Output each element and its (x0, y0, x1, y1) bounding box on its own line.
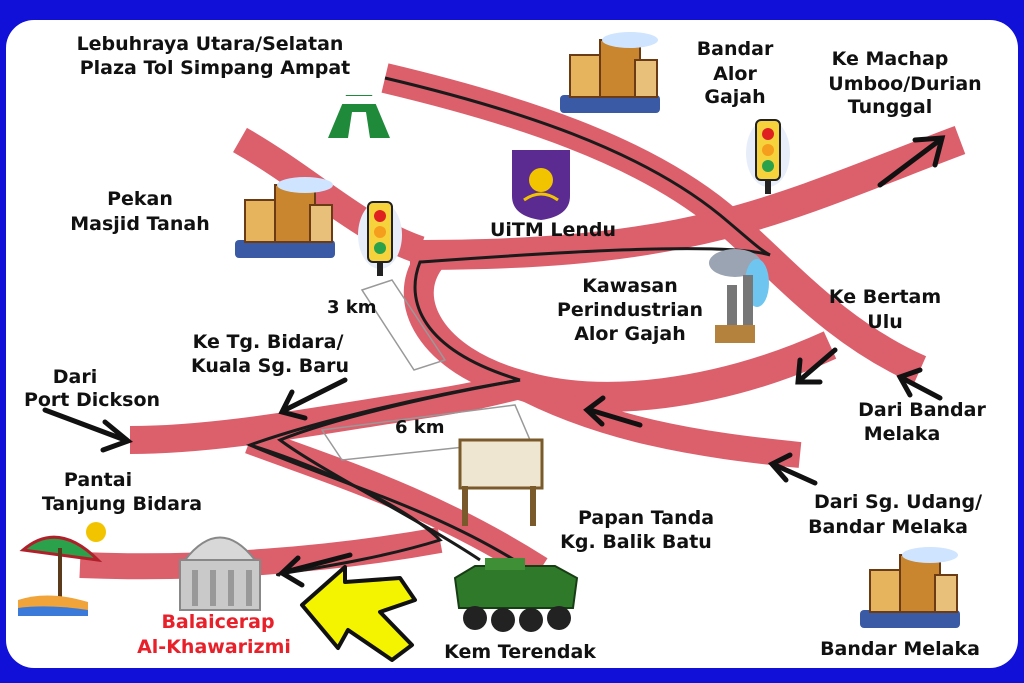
label-tg-bidara-1: Ke Tg. Bidara/ (193, 331, 344, 353)
label-balaicerap-1: Balaicerap (161, 611, 274, 633)
svg-text:Kg. Balik Batu: Kg. Balik Batu (560, 531, 712, 553)
route-lines (245, 76, 771, 577)
svg-text:Dari Bandar: Dari Bandar (858, 399, 986, 421)
label-papan-tanda-2: Kg. Balik Batu (560, 531, 712, 553)
svg-text:Bandar Melaka: Bandar Melaka (820, 638, 980, 660)
svg-text:UiTM Lendu: UiTM Lendu (490, 219, 616, 241)
road-kem (245, 426, 548, 582)
svg-text:Papan Tanda: Papan Tanda (578, 507, 714, 529)
signboard-icon (458, 438, 544, 526)
factory-icon (709, 249, 769, 343)
label-machap-1: Ke Machap (832, 48, 949, 70)
svg-text:Plaza Tol Simpang Ampat: Plaza Tol Simpang Ampat (80, 57, 351, 79)
distance-box-3km (360, 279, 447, 371)
town-icon (560, 32, 660, 113)
svg-text:Dari Sg. Udang/: Dari Sg. Udang/ (814, 491, 982, 513)
highway-sign-icon (328, 95, 390, 138)
label-highway-2: Plaza Tol Simpang Ampat (80, 57, 351, 79)
svg-text:Lebuhraya Utara/Selatan: Lebuhraya Utara/Selatan (77, 33, 344, 55)
label-distance-6km: 6 km (395, 417, 445, 438)
svg-text:Ke Bertam: Ke Bertam (829, 286, 941, 308)
svg-text:Pekan: Pekan (107, 188, 173, 210)
label-pantai-2: Tanjung Bidara (42, 493, 202, 515)
svg-text:Bandar Melaka: Bandar Melaka (808, 516, 968, 538)
label-balaicerap-2: Al-Khawarizmi (137, 636, 291, 658)
svg-text:Bandar: Bandar (697, 38, 774, 60)
label-machap-3: Tunggal (848, 96, 932, 118)
label-bertam-2: Ulu (867, 311, 902, 333)
beach-umbrella-icon (18, 522, 106, 616)
label-masjid-tanah-2: Masjid Tanah (70, 213, 210, 235)
svg-text:6 km: 6 km (395, 417, 445, 438)
label-industrial-3: Alor Gajah (574, 323, 686, 345)
svg-text:Ulu: Ulu (867, 311, 902, 333)
svg-text:Balaicerap: Balaicerap (161, 611, 274, 633)
traffic-light-icon (358, 201, 402, 276)
label-port-dickson-2: Port Dickson (24, 389, 160, 411)
svg-text:Port Dickson: Port Dickson (24, 389, 160, 411)
svg-text:Ke Tg. Bidara/: Ke Tg. Bidara/ (193, 331, 344, 353)
label-sg-udang-2: Bandar Melaka (808, 516, 968, 538)
label-port-dickson-1: Dari (53, 366, 97, 388)
pointer-arrow-icon (300, 565, 417, 662)
traffic-light-icon (746, 119, 790, 194)
label-dari-melaka-1: Dari Bandar (858, 399, 986, 421)
town-icon (235, 177, 335, 258)
road-sg-udang (503, 368, 802, 468)
svg-text:Kem Terendak: Kem Terendak (444, 641, 596, 663)
svg-text:Al-Khawarizmi: Al-Khawarizmi (137, 636, 291, 658)
label-machap-2: Umboo/Durian (828, 73, 981, 95)
road-machap (409, 125, 966, 270)
label-pantai-1: Pantai (64, 469, 132, 491)
observatory-icon (179, 536, 261, 611)
svg-text:Alor Gajah: Alor Gajah (574, 323, 686, 345)
label-distance-3km: 3 km (327, 297, 377, 318)
label-alor-gajah-1: Bandar (697, 38, 774, 60)
label-alor-gajah-2: Alor (713, 63, 757, 85)
label-highway-1: Lebuhraya Utara/Selatan (77, 33, 344, 55)
direction-arrows (42, 135, 946, 588)
label-bertam-1: Ke Bertam (829, 286, 941, 308)
label-masjid-tanah-1: Pekan (107, 188, 173, 210)
svg-text:Tanjung Bidara: Tanjung Bidara (42, 493, 202, 515)
svg-text:3 km: 3 km (327, 297, 377, 318)
label-industrial-1: Kawasan (582, 275, 678, 297)
svg-text:Kuala Sg. Baru: Kuala Sg. Baru (191, 355, 349, 377)
label-tg-bidara-2: Kuala Sg. Baru (191, 355, 349, 377)
uitm-logo-icon (512, 150, 570, 220)
svg-text:Tunggal: Tunggal (848, 96, 932, 118)
svg-text:Umboo/Durian: Umboo/Durian (828, 73, 981, 95)
svg-text:Kawasan: Kawasan (582, 275, 678, 297)
label-bandar-melaka: Bandar Melaka (820, 638, 980, 660)
label-kem-terendak: Kem Terendak (444, 641, 596, 663)
label-industrial-2: Perindustrian (557, 299, 703, 321)
label-alor-gajah-3: Gajah (704, 86, 765, 108)
road-pantai (79, 527, 443, 580)
label-papan-tanda-1: Papan Tanda (578, 507, 714, 529)
svg-text:Masjid Tanah: Masjid Tanah (70, 213, 210, 235)
label-dari-melaka-2: Melaka (864, 423, 941, 445)
label-sg-udang-1: Dari Sg. Udang/ (814, 491, 982, 513)
svg-text:Pantai: Pantai (64, 469, 132, 491)
town-icon (860, 547, 960, 628)
svg-text:Ke Machap: Ke Machap (832, 48, 949, 70)
label-uitm: UiTM Lendu (490, 219, 616, 241)
labels: Lebuhraya Utara/Selatan Plaza Tol Simpan… (24, 33, 987, 663)
armored-vehicle-icon (453, 558, 579, 632)
svg-text:Perindustrian: Perindustrian (557, 299, 703, 321)
svg-text:Melaka: Melaka (864, 423, 941, 445)
svg-text:Gajah: Gajah (704, 86, 765, 108)
svg-text:Alor: Alor (713, 63, 757, 85)
svg-text:Dari: Dari (53, 366, 97, 388)
